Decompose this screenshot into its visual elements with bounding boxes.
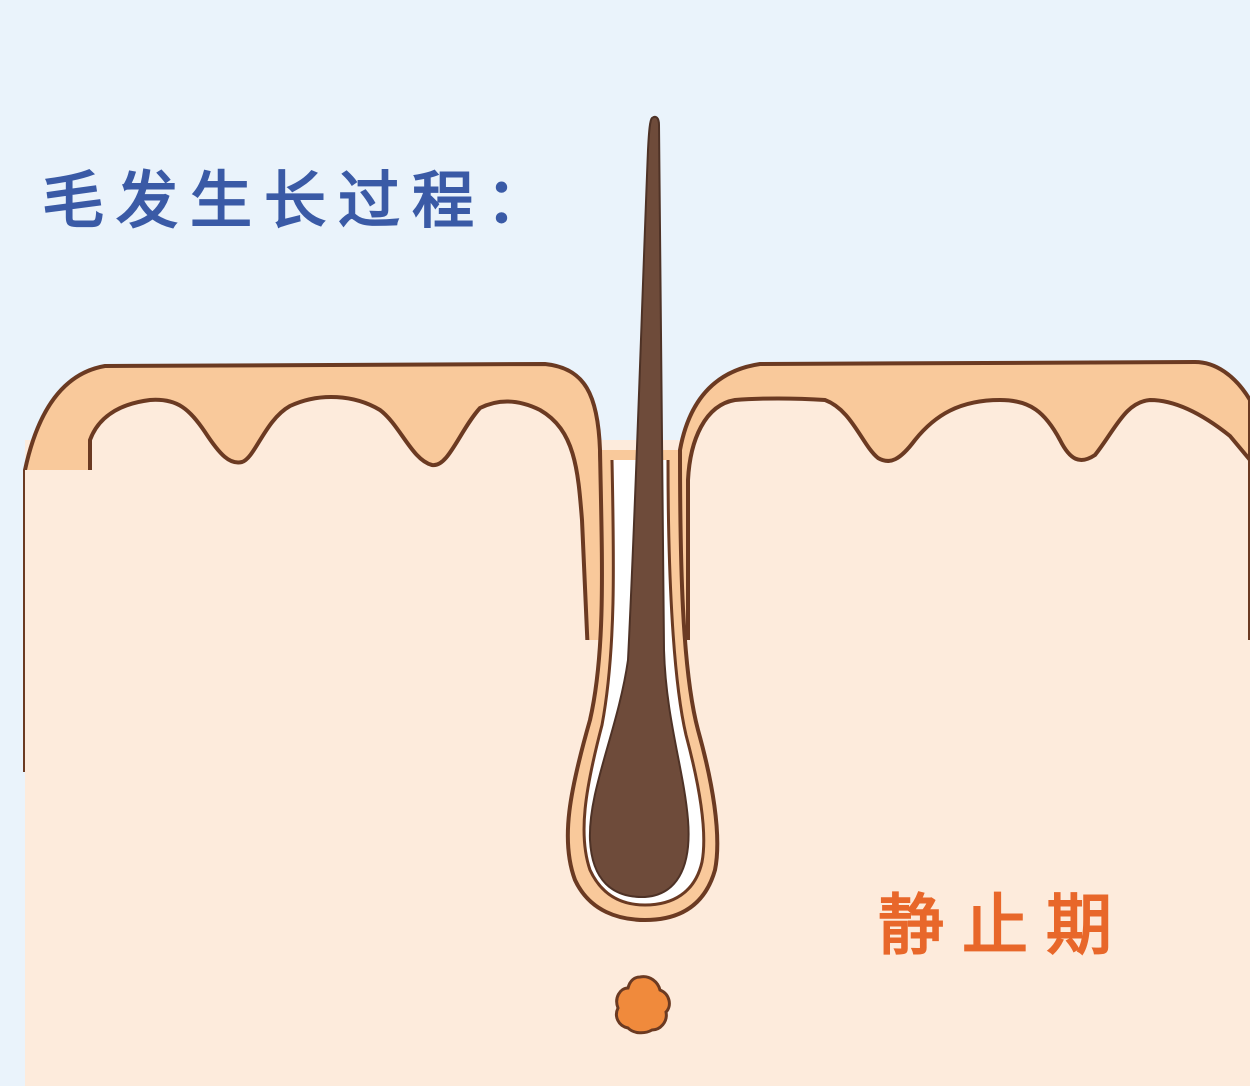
dermal-papilla: [614, 975, 671, 1035]
diagram-title: 毛发生长过程：: [42, 164, 561, 237]
phase-label: 静止期: [878, 887, 1130, 964]
dermis-right: [686, 396, 1250, 702]
dermis-left: [88, 395, 593, 702]
hair-bulb: [588, 115, 690, 899]
